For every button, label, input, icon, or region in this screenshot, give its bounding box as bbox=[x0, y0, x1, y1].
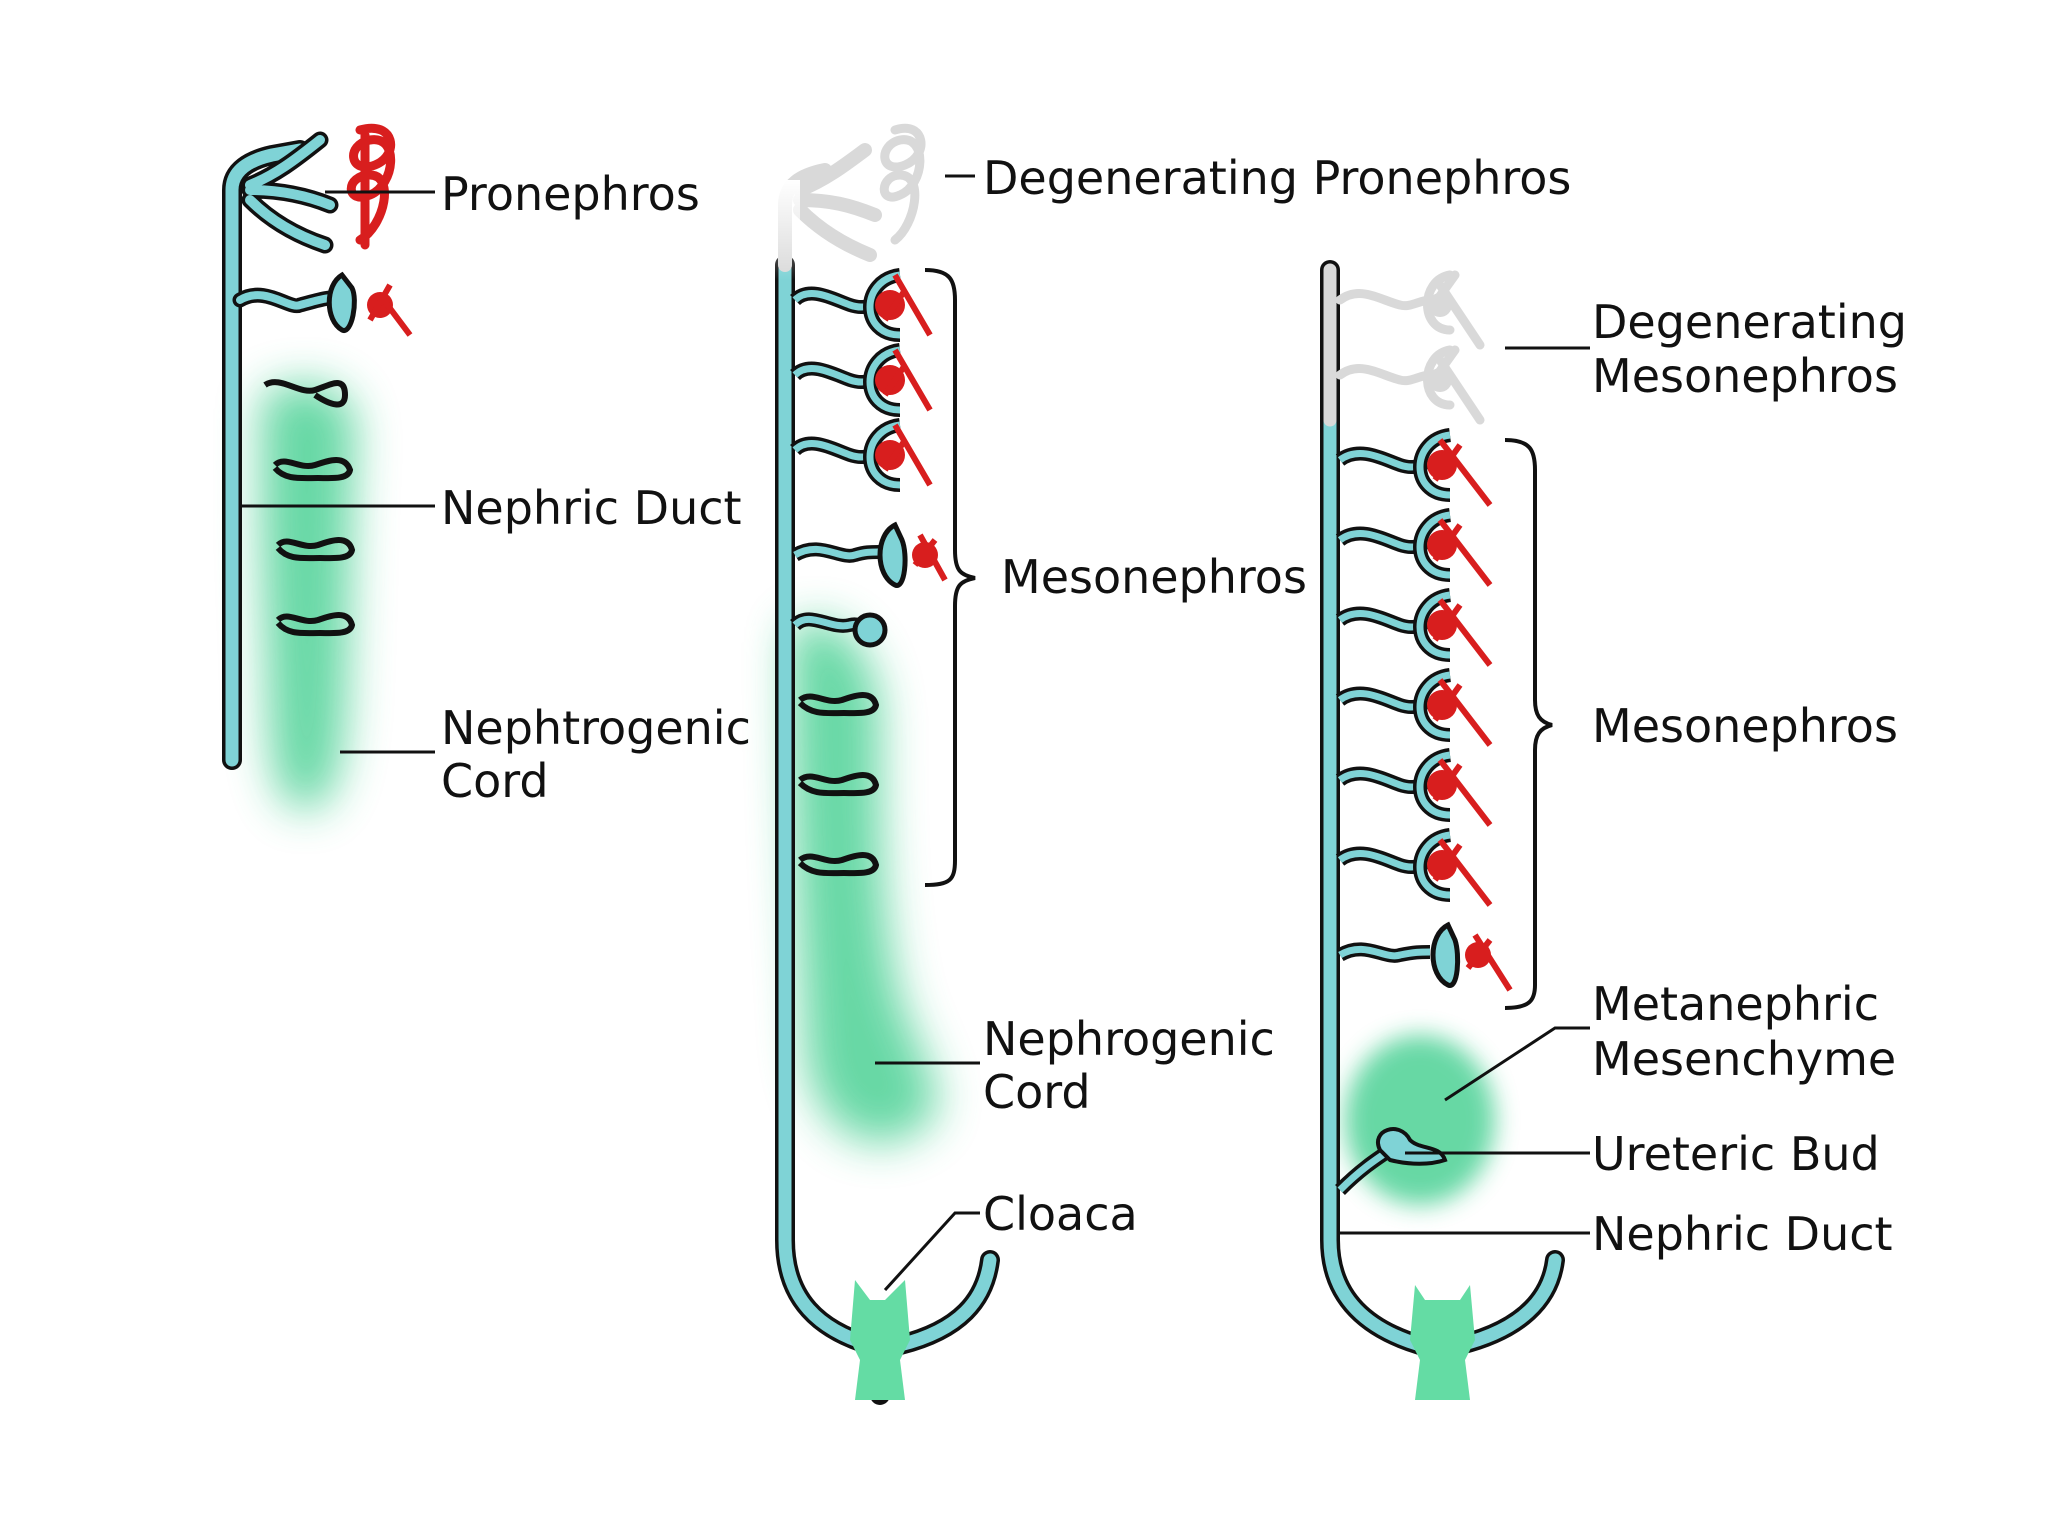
nephrogenic-cord-blob bbox=[260, 383, 356, 810]
mesonephros-brace bbox=[924, 268, 976, 887]
mesonephric-unit bbox=[1335, 588, 1493, 667]
mesonephric-unit bbox=[790, 343, 933, 417]
ureteric-bud bbox=[1335, 1127, 1448, 1195]
label-nephric-duct: Nephric Duct bbox=[1592, 1207, 1893, 1261]
mesonephric-unit bbox=[1335, 428, 1493, 507]
metanephric-stage: Degenerating Mesonephros Mesonephros Met… bbox=[1320, 260, 1907, 1400]
pronephric-tubules bbox=[241, 131, 339, 254]
label-ureteric-bud: Ureteric Bud bbox=[1592, 1127, 1880, 1181]
label-nephrogenic-cord-line2: Cord bbox=[441, 754, 549, 808]
pronephric-stage: Pronephros Nephric Duct Nephtrogenic Cor… bbox=[222, 123, 751, 810]
label-degenerating-pronephros: Degenerating Pronephros bbox=[983, 151, 1571, 205]
mesonephric-unit bbox=[790, 612, 888, 648]
nephrogenic-vesicles bbox=[797, 692, 880, 877]
cloaca bbox=[850, 1280, 910, 1400]
label-metanephric-mesenchyme-line2: Mesenchyme bbox=[1592, 1032, 1896, 1086]
label-degenerating-mesonephros-line2: Mesonephros bbox=[1592, 349, 1898, 403]
cloaca bbox=[1410, 1285, 1475, 1400]
degenerating-mesonephros bbox=[1335, 270, 1485, 425]
label-mesonephros: Mesonephros bbox=[1592, 699, 1898, 753]
mesonephric-unit bbox=[1335, 668, 1493, 747]
metanephric-mesenchyme bbox=[1345, 1035, 1495, 1205]
nephrogenic-cord-blob bbox=[790, 621, 937, 1143]
mesonephric-unit bbox=[1336, 921, 1513, 992]
pronephros-vessels bbox=[346, 123, 396, 250]
label-nephrogenic-cord-line1: Nephtrogenic bbox=[441, 701, 751, 755]
mesonephric-unit bbox=[1335, 748, 1493, 827]
mesonephric-units bbox=[1335, 428, 1513, 992]
mesonephric-unit bbox=[790, 268, 933, 342]
label-mesonephros: Mesonephros bbox=[1001, 550, 1307, 604]
label-pronephros: Pronephros bbox=[441, 167, 700, 221]
label-nephrogenic-cord-line1: Nephrogenic bbox=[983, 1012, 1275, 1066]
mesonephros-brace bbox=[1504, 438, 1553, 1010]
mesonephric-units bbox=[790, 268, 948, 877]
label-cloaca: Cloaca bbox=[983, 1187, 1138, 1241]
mesonephric-unit bbox=[232, 271, 413, 337]
mesonephric-unit bbox=[790, 418, 933, 492]
label-nephrogenic-cord-line2: Cord bbox=[983, 1065, 1091, 1119]
mesonephric-unit bbox=[1335, 508, 1493, 587]
mesonephric-unit bbox=[791, 521, 948, 588]
degenerating-pronephros bbox=[770, 123, 926, 280]
mesonephric-unit bbox=[1335, 828, 1493, 907]
label-metanephric-mesenchyme-line1: Metanephric bbox=[1592, 977, 1879, 1031]
nephrogenic-vesicles bbox=[263, 379, 356, 637]
label-nephric-duct: Nephric Duct bbox=[441, 481, 742, 535]
mesonephric-stage: Degenerating Pronephros Mesonephros Neph… bbox=[770, 123, 1571, 1405]
label-degenerating-mesonephros-line1: Degenerating bbox=[1592, 295, 1907, 349]
